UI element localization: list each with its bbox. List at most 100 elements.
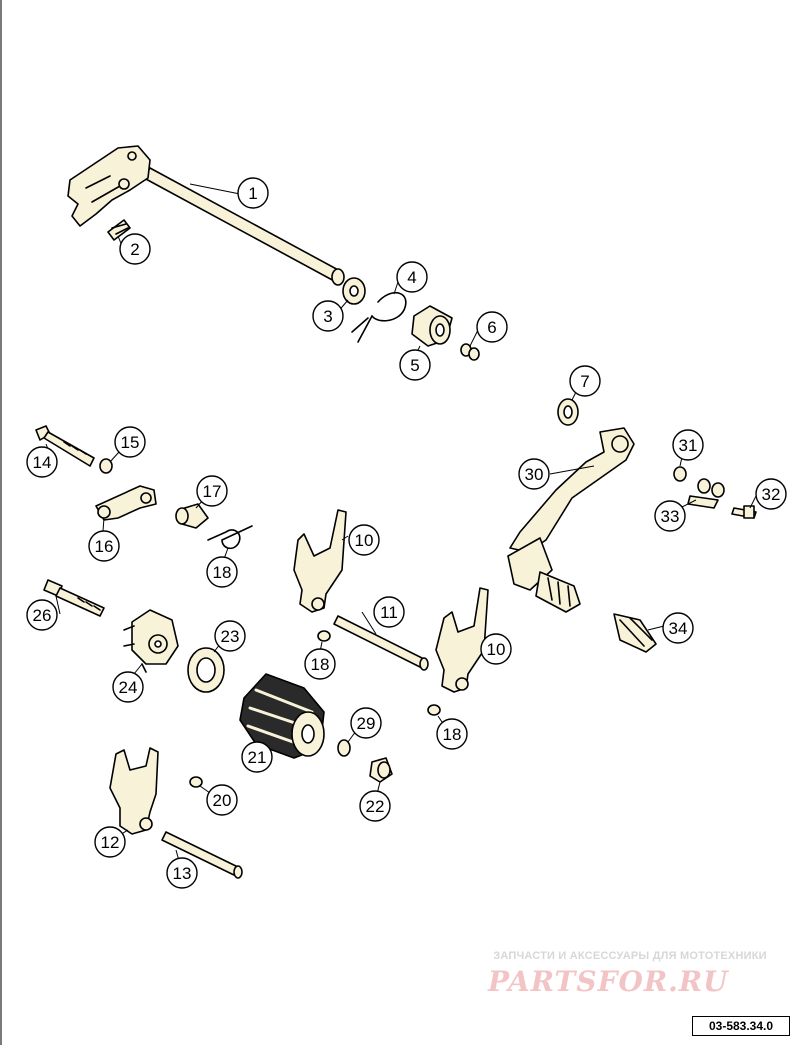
callout-number: 22	[366, 797, 385, 816]
locking-lever-part-15	[95, 485, 157, 521]
callout-number: 10	[355, 531, 374, 550]
callout-number: 30	[525, 465, 544, 484]
washer-part-30	[99, 458, 113, 474]
callout-17: 17	[196, 475, 228, 507]
callout-12: 12	[94, 826, 126, 858]
shift-fork-part-10-lower	[435, 587, 489, 693]
callout-number: 34	[669, 619, 688, 638]
left-border	[0, 0, 2, 1045]
shift-fork-part-10-upper	[293, 509, 347, 613]
callout-number: 1	[248, 184, 257, 203]
callout-32: 32	[755, 478, 787, 510]
washer-part-26	[337, 739, 351, 757]
bolt-part-24	[43, 579, 105, 617]
callout-number: 4	[407, 268, 416, 287]
callout-22: 22	[359, 790, 391, 822]
callout-number: 26	[33, 606, 52, 625]
callout-33: 33	[654, 500, 686, 532]
fork-shaft-part-13	[161, 831, 243, 879]
callout-number: 10	[487, 640, 506, 659]
callout-number: 18	[443, 725, 462, 744]
callout-number: 29	[357, 714, 376, 733]
roller-part-17	[175, 503, 209, 529]
circlip-part-4	[351, 291, 407, 343]
callout-number: 5	[410, 356, 419, 375]
nuts-part-33	[687, 478, 725, 509]
callout-number: 16	[95, 537, 114, 556]
callout-30: 30	[518, 458, 550, 490]
callout-10: 10	[348, 524, 380, 556]
callout-number: 33	[661, 507, 680, 526]
callout-4: 4	[396, 261, 428, 293]
callout-11: 11	[373, 596, 405, 628]
callout-number: 20	[213, 791, 232, 810]
callout-number: 31	[679, 436, 698, 455]
callout-number: 3	[323, 307, 332, 326]
bearing-part-22	[187, 647, 225, 693]
callout-20: 20	[206, 784, 238, 816]
callout-number: 23	[221, 627, 240, 646]
callout-10: 10	[480, 633, 512, 665]
callout-18: 18	[206, 556, 238, 588]
callout-18: 18	[436, 718, 468, 750]
callout-number: 24	[119, 678, 138, 697]
callout-13: 13	[166, 857, 198, 889]
callout-1: 1	[237, 177, 269, 209]
callout-2: 2	[119, 233, 151, 265]
o-rings-part-6	[460, 343, 480, 361]
callout-number: 2	[130, 240, 139, 259]
shift-drum-locating-part-23	[123, 609, 179, 673]
callout-number: 6	[487, 318, 496, 337]
callout-21: 21	[241, 741, 273, 773]
washer-part-3	[342, 277, 366, 305]
spring-part-2	[107, 219, 131, 241]
seal-part-7	[557, 398, 579, 426]
callout-26: 26	[26, 599, 58, 631]
callout-number: 32	[762, 485, 781, 504]
callout-number: 11	[380, 603, 398, 622]
callout-number: 21	[248, 748, 267, 767]
callout-16: 16	[88, 530, 120, 562]
reference-code: 03-583.34.0	[692, 1016, 790, 1036]
callout-number: 7	[580, 372, 589, 391]
pin-part-18-c	[189, 776, 203, 788]
callout-15: 15	[114, 426, 146, 458]
washer-part-31	[673, 466, 687, 482]
shift-lever-part-29	[507, 427, 635, 613]
callout-18: 18	[304, 648, 336, 680]
callout-number: 15	[121, 433, 140, 452]
watermark-logo: PARTSFOR.RU	[488, 965, 729, 998]
bushing-part-21	[369, 757, 393, 783]
callout-number: 14	[33, 453, 52, 472]
callout-number: 17	[203, 482, 222, 501]
shift-fork-part-12	[109, 747, 159, 835]
shift-drum-part-20	[239, 673, 325, 759]
callout-34: 34	[662, 612, 694, 644]
bolt-part-14	[35, 425, 95, 467]
callout-24: 24	[112, 671, 144, 703]
torsion-spring-part-16	[207, 525, 253, 550]
callout-number: 18	[311, 655, 330, 674]
watermark-tagline: ЗАПЧАСТИ И АКСЕССУАРЫ ДЛЯ МОТОТЕХНИКИ	[493, 950, 767, 962]
callout-14: 14	[26, 446, 58, 478]
callout-number: 18	[213, 563, 232, 582]
shift-shaft-part	[67, 145, 345, 286]
callout-3: 3	[312, 300, 344, 332]
callout-6: 6	[476, 311, 508, 343]
fork-shaft-part-11	[333, 615, 429, 671]
callout-labels: 1234567101110121314151617181818202122232…	[26, 177, 787, 889]
screw-part-32	[731, 505, 757, 519]
callout-5: 5	[399, 349, 431, 381]
pin-part-18-b	[427, 704, 441, 716]
callout-7: 7	[569, 365, 601, 397]
callout-31: 31	[672, 429, 704, 461]
callout-29: 29	[350, 707, 382, 739]
callout-number: 12	[101, 833, 120, 852]
callout-23: 23	[214, 620, 246, 652]
bushing-part-5	[411, 305, 453, 347]
pin-part-18-a	[317, 630, 331, 642]
footpeg-rubber-part-34	[613, 613, 657, 653]
callout-number: 13	[173, 864, 192, 883]
